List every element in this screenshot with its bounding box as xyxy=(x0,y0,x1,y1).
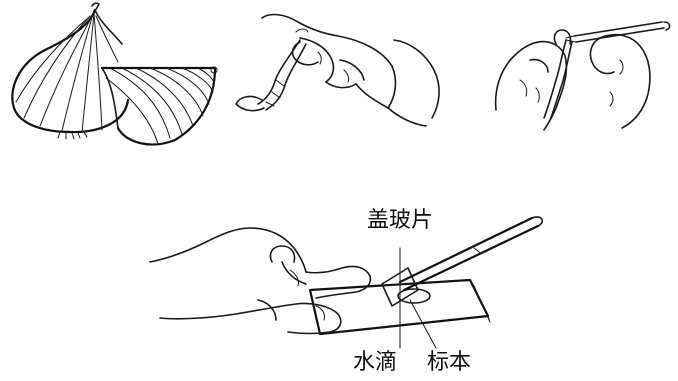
peeling-hands-drawing xyxy=(236,15,439,126)
water-drop-shape xyxy=(398,289,430,303)
onion-drawing xyxy=(12,3,217,144)
cover-slip-placement-drawing xyxy=(150,217,542,348)
glass-slide xyxy=(310,280,488,334)
specimen-label: 标本 xyxy=(427,352,471,374)
cover-slip-label: 盖玻片 xyxy=(367,210,433,232)
water-drop-label: 水滴 xyxy=(353,352,397,374)
tweezers-hands-drawing xyxy=(496,22,670,130)
